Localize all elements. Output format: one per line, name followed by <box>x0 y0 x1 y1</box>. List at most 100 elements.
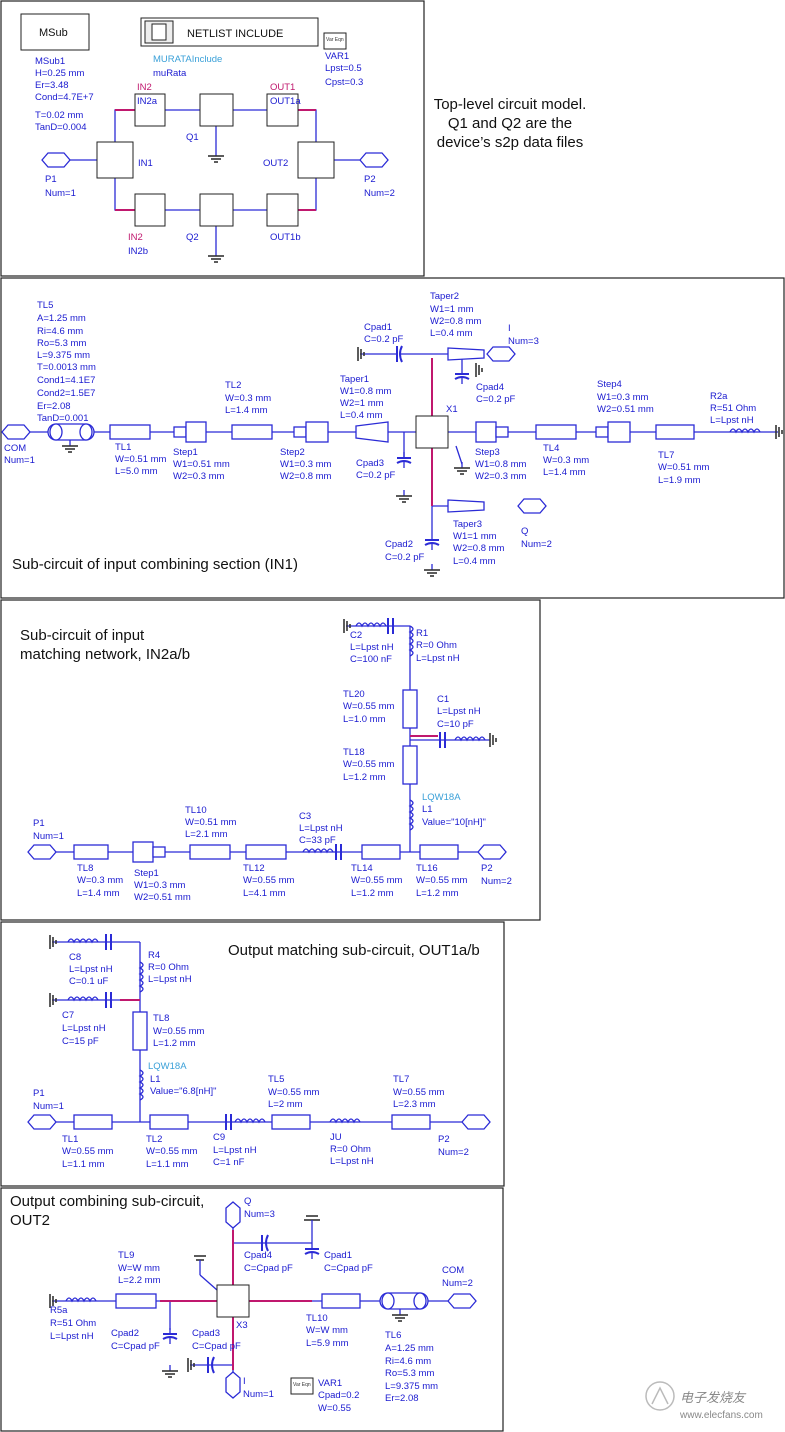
cpad1-out2-cap[interactable] <box>304 1242 320 1260</box>
tl14-line[interactable] <box>361 844 401 860</box>
x3-block[interactable] <box>216 1284 250 1318</box>
q1-block[interactable] <box>199 93 234 127</box>
tl7-line[interactable] <box>655 424 695 440</box>
p2-port[interactable] <box>359 152 389 168</box>
tl10-line[interactable] <box>189 844 231 860</box>
panel-input-combining <box>0 277 785 599</box>
in2a-block[interactable] <box>134 93 166 127</box>
com-port-out2[interactable] <box>447 1293 477 1309</box>
i-port[interactable] <box>486 346 516 362</box>
tl2-out1-line[interactable] <box>149 1114 189 1130</box>
cpad3-cap[interactable] <box>396 451 412 469</box>
tl6-ro: Ro=5.3 mm <box>385 1368 434 1379</box>
step3-block[interactable] <box>475 421 509 443</box>
tl8-out1-line[interactable] <box>132 1011 148 1051</box>
cpad1-cap[interactable] <box>360 345 432 363</box>
out1b-block[interactable] <box>266 193 299 227</box>
q-port-in1[interactable] <box>517 498 547 514</box>
q1-name: Q1 <box>186 132 199 143</box>
tl6-coax[interactable] <box>379 1292 429 1310</box>
cpad2-out2-cap[interactable] <box>162 1327 178 1345</box>
r5a-l: L=Lpst nH <box>50 1331 94 1342</box>
r5a-r: R=51 Ohm <box>50 1318 96 1329</box>
tl8-out1-w: W=0.55 mm <box>153 1026 205 1037</box>
c7-l: L=Lpst nH <box>62 1023 106 1034</box>
i-port-out2[interactable] <box>225 1371 241 1399</box>
c2-l: L=Lpst nH <box>350 642 394 653</box>
cpad2-name: Cpad2 <box>385 539 413 550</box>
p2-port-out1[interactable] <box>461 1114 491 1130</box>
out1a-name: OUT1a <box>270 96 301 107</box>
cpad4-out2-name: Cpad4 <box>244 1250 272 1261</box>
tl10-out2-line[interactable] <box>321 1293 361 1309</box>
tl5-out1-line[interactable] <box>271 1114 311 1130</box>
tl10-w: W=0.51 mm <box>185 817 237 828</box>
tl4-w: W=0.3 mm <box>543 455 589 466</box>
tl8-in2-name: TL8 <box>77 863 93 874</box>
com-num: Num=1 <box>4 455 35 466</box>
netlist-lib: muRata <box>153 68 187 79</box>
out1a-block[interactable] <box>266 93 299 127</box>
step1-block[interactable] <box>173 421 207 443</box>
taper3-shape[interactable] <box>447 499 485 513</box>
cpad1-out2-name: Cpad1 <box>324 1250 352 1261</box>
c3-l: L=Lpst nH <box>299 823 343 834</box>
in2b-type: IN2 <box>128 232 143 243</box>
cpad2-cap[interactable] <box>424 533 440 551</box>
tl9-line[interactable] <box>115 1293 157 1309</box>
tl18-line[interactable] <box>402 745 418 785</box>
out2-caption-line2: OUT2 <box>10 1212 50 1229</box>
cpad3-out2-c: C=Cpad pF <box>192 1341 241 1352</box>
x3-name: X3 <box>236 1320 248 1331</box>
tl2-line[interactable] <box>231 424 273 440</box>
tl4-line[interactable] <box>535 424 577 440</box>
tl7-out1-line[interactable] <box>391 1114 431 1130</box>
p1-port-out1[interactable] <box>27 1114 57 1130</box>
tl8-line-in2[interactable] <box>73 844 109 860</box>
com-port[interactable] <box>1 424 31 440</box>
out2-name: OUT2 <box>263 158 288 169</box>
p1-port[interactable] <box>41 152 71 168</box>
p2-in2-num: Num=2 <box>481 876 512 887</box>
l1-out1-name: L1 <box>150 1074 161 1085</box>
q-port-num: Num=2 <box>521 539 552 550</box>
q-port-out2[interactable] <box>225 1201 241 1229</box>
in1-name: IN1 <box>138 158 153 169</box>
tl5-coax[interactable] <box>47 423 95 441</box>
l1-out1-value: Value="6.8[nH]" <box>150 1086 217 1097</box>
step1-block-in2[interactable] <box>132 841 166 863</box>
taper1-shape[interactable] <box>355 421 389 443</box>
x1-block[interactable] <box>415 415 449 449</box>
q2-block[interactable] <box>199 193 234 227</box>
in1-block[interactable] <box>96 141 134 179</box>
p1-port-in2[interactable] <box>27 844 57 860</box>
in2b-block[interactable] <box>134 193 166 227</box>
out2-caption-line1: Output combining sub-circuit, <box>10 1193 204 1210</box>
taper3-w2: W2=0.8 mm <box>453 543 505 554</box>
cpad2-out2-name: Cpad2 <box>111 1328 139 1339</box>
r5a-name: R5a <box>50 1305 68 1316</box>
msub-h: H=0.25 mm <box>35 68 84 79</box>
var1-cpst: Cpst=0.3 <box>325 77 363 88</box>
var1-out2-cpad: Cpad=0.2 <box>318 1390 359 1401</box>
out2-block[interactable] <box>297 141 335 179</box>
i-port-name: I <box>508 323 511 334</box>
tl5-name: TL5 <box>37 300 53 311</box>
var-eqn-icon <box>323 32 347 50</box>
tl16-line[interactable] <box>419 844 459 860</box>
step4-block[interactable] <box>595 421 631 443</box>
cpad4-name: Cpad4 <box>476 382 504 393</box>
cpad4-cap[interactable] <box>454 367 470 385</box>
tl6-ri: Ri=4.6 mm <box>385 1356 431 1367</box>
tl12-line[interactable] <box>245 844 287 860</box>
p1-out1-num: Num=1 <box>33 1101 64 1112</box>
tl1-out1-line[interactable] <box>73 1114 113 1130</box>
step1-in2-w2: W2=0.51 mm <box>134 892 191 903</box>
tl1-l: L=5.0 mm <box>115 466 158 477</box>
tl1-line[interactable] <box>109 424 151 440</box>
q-port-name: Q <box>521 526 528 537</box>
taper2-shape[interactable] <box>447 347 485 361</box>
tl20-line[interactable] <box>402 689 418 729</box>
p2-port-in2[interactable] <box>477 844 507 860</box>
step2-block[interactable] <box>293 421 329 443</box>
